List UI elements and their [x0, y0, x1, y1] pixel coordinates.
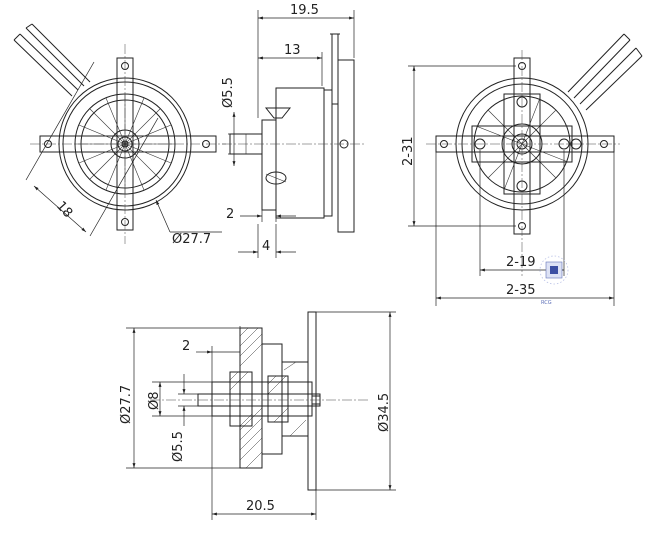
lead-wires — [13, 23, 91, 97]
dim-2-31: 2-31 — [401, 136, 416, 166]
rear-lead-wires — [567, 33, 643, 111]
bell-hatch — [239, 327, 263, 469]
rear-view: 2-31 2-19 2-35 RCG — [401, 33, 643, 306]
dim-front-diameter: Ø27.7 — [172, 232, 211, 247]
section-view: Ø27.7 Ø8 Ø5.5 2 Ø34.5 20.5 — [119, 311, 396, 520]
dim-13: 13 — [284, 43, 301, 58]
side-view: 19.5 13 Ø5.5 2 4 — [221, 3, 366, 258]
watermark-text: RCG — [541, 300, 552, 306]
dim-2-19: 2-19 — [506, 255, 536, 270]
dim-4: 4 — [262, 239, 270, 254]
dim-section-34-5: Ø34.5 — [377, 393, 392, 432]
watermark-logo: RCG — [539, 255, 569, 306]
rear-spokes — [475, 97, 569, 191]
dim-2-side: 2 — [226, 207, 234, 222]
dim-section-27-7: Ø27.7 — [119, 385, 134, 424]
dim-side-shaft: Ø5.5 — [221, 77, 236, 108]
dim-18: 18 — [53, 199, 75, 221]
dim-section-5-5: Ø5.5 — [171, 431, 186, 462]
dim-section-2: 2 — [182, 339, 190, 354]
dim-section-20-5: 20.5 — [246, 499, 275, 514]
dim-2-35: 2-35 — [506, 283, 536, 298]
hub-hatch — [229, 361, 307, 437]
front-view: 18 Ø27.7 — [13, 23, 226, 247]
dim-section-8: Ø8 — [147, 391, 162, 410]
dim-19-5: 19.5 — [290, 3, 319, 18]
